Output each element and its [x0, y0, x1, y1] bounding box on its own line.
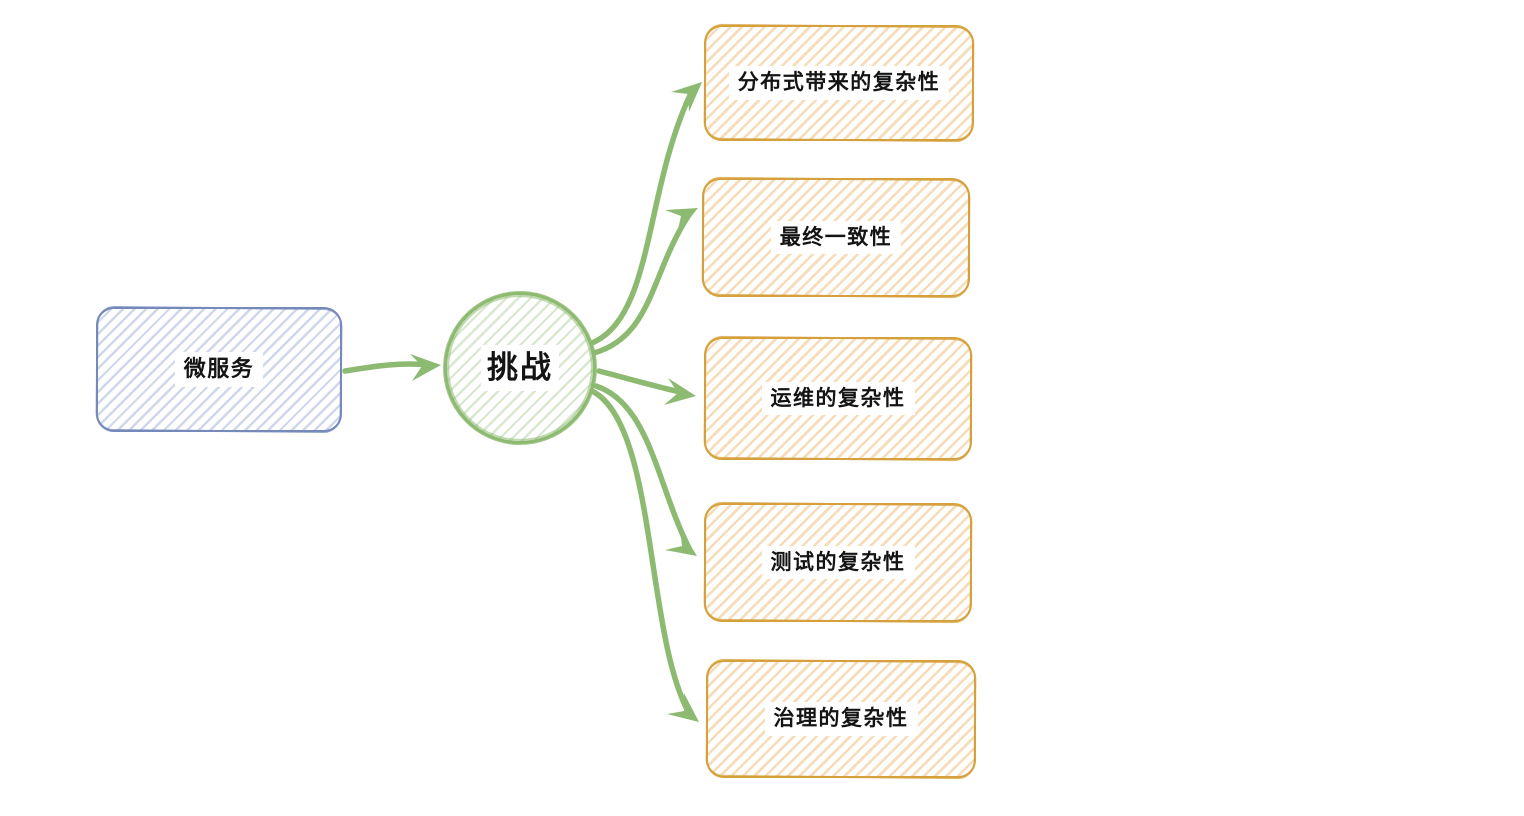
- node-governance-complexity[interactable]: 治理的复杂性: [706, 660, 976, 778]
- connector-hub-to-child-2-arrowhead: [665, 208, 698, 234]
- connector-hub-to-child-4-arrowhead: [665, 528, 697, 556]
- node-distributed-complexity-label: 分布式带来的复杂性: [728, 66, 950, 100]
- node-governance-complexity-label: 治理的复杂性: [764, 702, 918, 736]
- connector-hub-to-child-1-arrowhead: [671, 82, 702, 112]
- connector-hub-to-child-5: [589, 388, 692, 716]
- node-eventual-consistency[interactable]: 最终一致性: [702, 178, 970, 297]
- node-operations-complexity-label: 运维的复杂性: [761, 381, 915, 416]
- node-testing-complexity-label: 测试的复杂性: [761, 545, 915, 580]
- connector-hub-to-child-1: [589, 90, 694, 346]
- connector-root-to-hub-arrowhead: [410, 354, 441, 381]
- node-challenges-label: 挑战: [481, 344, 559, 392]
- node-operations-complexity[interactable]: 运维的复杂性: [704, 337, 972, 460]
- connector-hub-to-child-5-arrowhead: [667, 693, 699, 722]
- node-microservices[interactable]: 微服务: [96, 307, 342, 432]
- node-eventual-consistency-label: 最终一致性: [770, 220, 902, 255]
- connector-hub-to-child-4: [593, 383, 692, 551]
- connector-hub-to-child-2: [591, 212, 692, 356]
- node-microservices-label: 微服务: [174, 352, 264, 387]
- connector-hub-to-child-3-arrowhead: [664, 378, 696, 405]
- connector-root-to-hub: [342, 361, 432, 374]
- node-distributed-complexity[interactable]: 分布式带来的复杂性: [704, 25, 974, 141]
- node-challenges-hub[interactable]: 挑战: [444, 292, 596, 444]
- node-testing-complexity[interactable]: 测试的复杂性: [704, 503, 972, 622]
